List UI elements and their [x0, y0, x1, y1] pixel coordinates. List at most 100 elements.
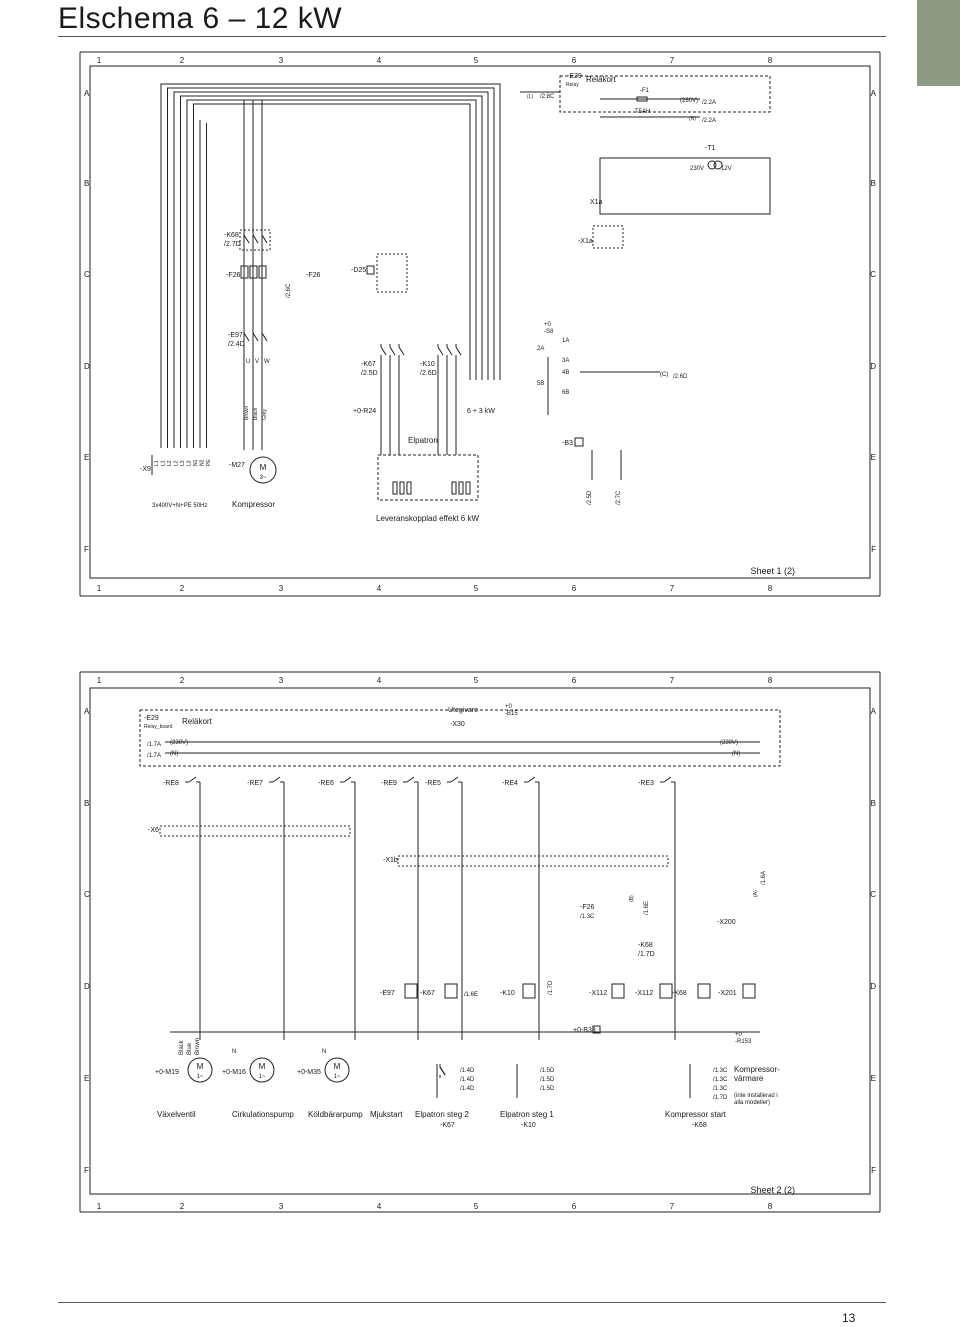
k68-frame: [239, 229, 271, 251]
l-marker: (L): [527, 94, 533, 100]
row-letter: B: [84, 799, 89, 808]
page-number: 13: [842, 1311, 856, 1325]
row-letter: A: [871, 707, 877, 716]
x9-terminal-label: N2: [200, 459, 206, 466]
contact-ref: /1.4D: [460, 1068, 475, 1074]
heater-element: [451, 481, 457, 495]
t1-coil: [707, 160, 717, 170]
elpatron2-label: Elpatron steg 2: [415, 1110, 469, 1119]
n-label: N: [322, 1049, 326, 1055]
supply-run: [167, 87, 495, 448]
column-number: 7: [670, 56, 675, 65]
column-number: 4: [377, 676, 382, 685]
x9-terminal-label: L1: [161, 460, 167, 466]
leveranskopplad-label: Leveranskopplad effekt 6 kW: [376, 514, 479, 523]
relay-coil: [611, 983, 625, 999]
b3-label: -B3: [562, 440, 573, 447]
k67-contact-blade: [380, 346, 387, 356]
s8-label: -S8: [544, 329, 554, 335]
relay-label: -RE6: [318, 780, 334, 787]
relakort-label: Reläkort: [586, 75, 617, 84]
komp-note: alla modeller): [734, 1100, 770, 1106]
e97-ref: /2.4D: [228, 341, 245, 348]
motor-ph: 1~: [259, 1074, 266, 1080]
elpatron-label: Elpatron: [408, 436, 438, 445]
v230: (230V): [720, 740, 738, 746]
pump-motor: [249, 1057, 275, 1083]
column-number: 8: [768, 56, 773, 65]
f26-ref: /1.3C: [580, 914, 595, 920]
mjukstart-label: Mjukstart: [370, 1110, 403, 1119]
elpatron-box: [377, 454, 479, 501]
relay-contact-blade: [450, 776, 459, 783]
kompstart-label: Kompressor start: [665, 1110, 727, 1119]
motor-wire-label: W: [264, 359, 270, 365]
ref-label: /1.6E: [464, 992, 478, 998]
x6-strip: [159, 825, 351, 837]
f1-value: T5AH: [635, 109, 650, 115]
ref-label: /2.2A: [702, 100, 716, 106]
relay-contact-blade: [527, 776, 536, 783]
e29-label: -E29: [144, 715, 159, 722]
column-number: 8: [768, 584, 773, 593]
b15-label: +0: [505, 704, 513, 710]
kw-label: 6 + 3 kW: [467, 408, 495, 415]
e97-contact-blade: [243, 332, 250, 342]
k67-contact-blade: [398, 346, 405, 356]
relay-coil: [522, 983, 536, 999]
row-letter: C: [84, 270, 90, 279]
heater-element: [406, 481, 412, 495]
switch-position: 5B: [537, 381, 544, 387]
v230: (230V): [170, 740, 188, 746]
k68-contact-blade: [252, 234, 259, 244]
motor-m: M: [197, 1062, 204, 1071]
row-letter: E: [84, 1074, 89, 1083]
switch-position: 1A: [562, 338, 569, 344]
relay-coil: [404, 983, 418, 999]
k10-contact-blade: [446, 346, 453, 356]
sheet-1-border: [89, 65, 871, 579]
k10-label: -K10: [420, 361, 435, 368]
contact-ref: /1.3C: [713, 1068, 728, 1074]
motor-ph: 1~: [334, 1074, 341, 1080]
contact-ref: /1.4D: [460, 1086, 475, 1092]
coil-label: -E97: [380, 990, 395, 997]
switch-position: 4B: [562, 370, 569, 376]
heater-element: [465, 481, 471, 495]
column-number: 1: [97, 584, 102, 593]
motor-wire-label: U: [246, 359, 250, 365]
k67-aux-blade: [439, 1066, 446, 1076]
column-number: 6: [572, 56, 577, 65]
column-number: 5: [474, 1202, 479, 1211]
heater-element: [399, 481, 405, 495]
e29-sub: Relay_board: [144, 724, 173, 730]
t1-coil: [713, 160, 723, 170]
contact-ref: /1.3C: [713, 1086, 728, 1092]
coil-label: -X112: [589, 990, 607, 997]
row-letter: F: [84, 545, 89, 554]
supply-text: 3x400V+N+PE 50Hz: [152, 503, 207, 509]
x1b-label: -X1b: [383, 857, 398, 864]
pump-motor-label: +0-M16: [222, 1069, 246, 1076]
contact-ref: /1.7D: [713, 1095, 728, 1101]
k68-contact-blade: [243, 234, 250, 244]
e29-sub: Relay: [566, 82, 579, 88]
row-letter: C: [870, 270, 876, 279]
row-letter: B: [871, 799, 876, 808]
row-letter: D: [84, 362, 90, 371]
relay-coil: [697, 983, 711, 999]
contact-ref: /1.3C: [713, 1077, 728, 1083]
komp-varmare-label: värmare: [734, 1074, 764, 1083]
cable-color: Brown: [195, 1038, 201, 1055]
contact-ref: /1.5D: [540, 1068, 555, 1074]
relay-label: -RE3: [638, 780, 654, 787]
title-rule: [58, 36, 886, 37]
column-number: 4: [377, 56, 382, 65]
cable-color: Blue: [187, 1042, 193, 1055]
x9-terminal-label: L3: [180, 460, 186, 466]
column-number: 1: [97, 56, 102, 65]
row-letter: A: [84, 707, 90, 716]
motor-m: M: [259, 1062, 266, 1071]
row-letter: F: [871, 1166, 876, 1175]
